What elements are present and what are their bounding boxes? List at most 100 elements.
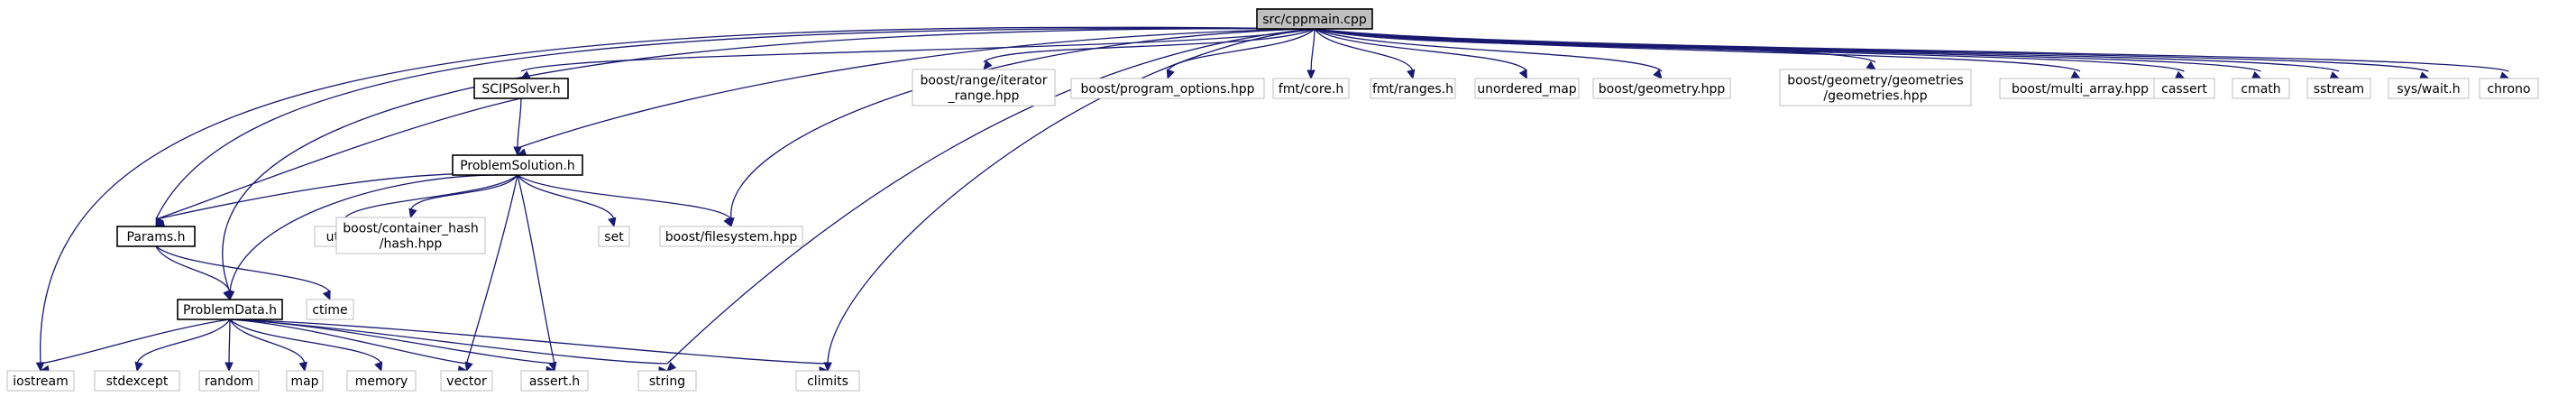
node-label-iterrange: _range.hpp <box>948 89 1020 104</box>
edge-root-to-umap <box>1314 28 1528 72</box>
edge-scip-to-ps <box>517 97 522 149</box>
edge-root-to-progopt <box>1167 28 1316 72</box>
node-bfs: boost/filesystem.hpp <box>659 226 803 247</box>
node-box-chash <box>335 217 486 254</box>
edges-layer <box>35 26 2510 375</box>
edge-params-to-pd <box>155 245 231 293</box>
node-syswait: sys/wait.h <box>2388 78 2470 99</box>
arrowhead-ps-to-bfs <box>723 217 732 228</box>
node-box-iterrange <box>912 69 1056 106</box>
node-fmtranges: fmt/ranges.h <box>1370 78 1456 99</box>
edge-ps-to-vector <box>465 174 518 365</box>
node-label-bfs: boost/filesystem.hpp <box>665 230 798 245</box>
arrowhead-params-to-pd <box>224 290 233 301</box>
node-box-chrono <box>2479 78 2539 99</box>
node-cmath: cmath <box>2232 78 2290 99</box>
node-label-string: string <box>649 374 685 389</box>
node-label-sstream: sstream <box>2314 82 2364 97</box>
node-box-params <box>116 226 196 247</box>
arrowhead-scip-to-ps <box>513 146 522 157</box>
node-label-memory: memory <box>355 374 408 389</box>
edge-root-to-scip <box>520 28 1316 72</box>
edge-ps-to-params <box>155 172 518 220</box>
edge-root-to-ps <box>517 28 1316 149</box>
node-pd[interactable]: ProblemData.h <box>177 299 283 320</box>
node-box-string <box>637 370 697 392</box>
node-box-umap <box>1474 78 1580 99</box>
node-label-asserth: assert.h <box>529 374 580 389</box>
arrowhead-pd-to-memory <box>374 361 383 373</box>
node-label-params: Params.h <box>127 230 186 245</box>
node-label-root: src/cppmain.cpp <box>1262 13 1367 27</box>
node-label-scip: SCIPSolver.h <box>481 82 560 97</box>
edge-root-to-bfs <box>730 28 1316 220</box>
node-box-progopt <box>1070 78 1265 99</box>
node-params[interactable]: Params.h <box>116 226 196 247</box>
edge-ps-to-set <box>517 174 615 220</box>
node-set: set <box>598 226 630 247</box>
edge-root-to-sstream <box>1314 28 2340 72</box>
arrowhead-ps-to-vector <box>464 361 473 373</box>
edge-pd-to-random <box>228 319 231 365</box>
node-label-umap: unordered_map <box>1477 82 1576 97</box>
arrowhead-root-to-cmath <box>2251 70 2262 79</box>
node-ctime: ctime <box>306 299 354 320</box>
node-umap: unordered_map <box>1474 78 1580 99</box>
node-chash: boost/container_hash/hash.hpp <box>335 217 486 254</box>
node-root[interactable]: src/cppmain.cpp <box>1256 8 1373 30</box>
node-box-vector <box>440 370 493 392</box>
edge-root-to-cassert <box>1314 28 2185 72</box>
node-asserth: assert.h <box>520 370 589 392</box>
node-box-fmtcore <box>1272 78 1350 99</box>
node-label-map: map <box>290 374 318 389</box>
edge-root-to-fmtcore <box>1310 28 1316 72</box>
node-box-syswait <box>2388 78 2470 99</box>
node-box-random <box>198 370 260 392</box>
node-label-iterrange: boost/range/iterator <box>920 74 1047 88</box>
node-scip[interactable]: SCIPSolver.h <box>473 78 569 99</box>
edge-root-to-pd <box>222 28 1316 293</box>
node-box-root <box>1256 8 1373 30</box>
edge-ps-to-utility <box>343 174 518 220</box>
node-vector: vector <box>440 370 493 392</box>
arrowhead-pd-to-map <box>298 361 307 373</box>
node-box-ctime <box>306 299 354 320</box>
node-box-map <box>286 370 324 392</box>
node-stdexcept: stdexcept <box>94 370 180 392</box>
node-bgeoms: boost/geometry/geometries/geometries.hpp <box>1779 69 1972 106</box>
arrowhead-root-to-progopt <box>1166 69 1175 80</box>
edge-pd-to-stdexcept <box>136 319 231 365</box>
edge-ps-to-chash <box>409 174 518 211</box>
node-label-stdexcept: stdexcept <box>106 374 169 389</box>
edge-pd-to-iostream <box>40 319 231 365</box>
arrowhead-root-to-iostream <box>35 362 45 373</box>
edge-root-to-climits <box>827 28 1316 365</box>
arrowhead-root-to-fmtranges <box>1407 69 1416 80</box>
edge-pd-to-climits <box>229 319 829 365</box>
arrowhead-root-to-bgeoms <box>1866 60 1877 70</box>
arrowhead-params-to-ctime <box>322 290 331 301</box>
arrowhead-ps-to-set <box>608 217 617 228</box>
node-memory: memory <box>346 370 417 392</box>
arrowhead-ps-to-chash <box>408 208 417 219</box>
node-label-syswait: sys/wait.h <box>2397 82 2460 97</box>
node-label-climits: climits <box>807 374 848 389</box>
edge-root-to-bgeom <box>1314 28 1663 72</box>
node-label-fmtranges: fmt/ranges.h <box>1372 82 1453 97</box>
node-label-vector: vector <box>446 374 487 389</box>
node-label-chash: boost/container_hash <box>343 222 478 236</box>
node-label-ps: ProblemSolution.h <box>460 159 575 173</box>
node-label-chash: /hash.hpp <box>380 237 443 252</box>
node-ps[interactable]: ProblemSolution.h <box>452 154 583 176</box>
node-label-cmath: cmath <box>2241 82 2280 97</box>
node-box-memory <box>346 370 417 392</box>
node-box-bfs <box>659 226 803 247</box>
node-label-random: random <box>205 374 253 389</box>
node-box-cassert <box>2153 78 2215 99</box>
node-label-ctime: ctime <box>312 303 347 318</box>
edge-root-to-string <box>666 28 1316 365</box>
node-label-bgeom: boost/geometry.hpp <box>1599 82 1726 97</box>
node-box-cmath <box>2232 78 2290 99</box>
edge-ps-to-asserth <box>517 174 555 365</box>
